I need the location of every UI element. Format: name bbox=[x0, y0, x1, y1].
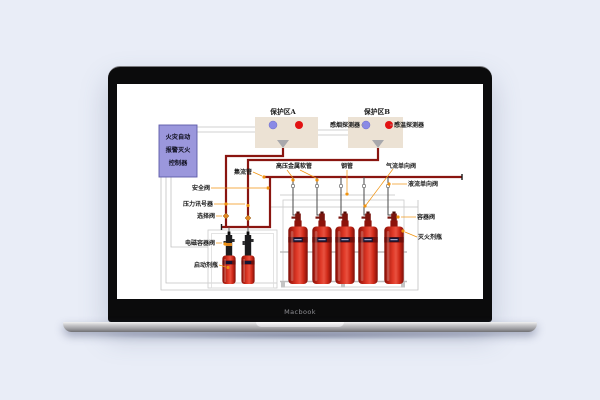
label-selector-valve: 选择阀 bbox=[197, 212, 215, 220]
controller-line-3: 控制器 bbox=[169, 159, 188, 167]
label-smoke-detector: 感烟探测器 bbox=[330, 121, 361, 129]
rack-feet bbox=[281, 282, 405, 288]
discharge-piping bbox=[222, 148, 462, 229]
laptop-base-notch bbox=[256, 322, 344, 327]
starter-bottle bbox=[222, 231, 236, 284]
label-hp-metal-hose: 高压金属软管 bbox=[276, 162, 312, 170]
label-safety-valve: 安全阀 bbox=[192, 184, 210, 192]
label-manifold: 集流管 bbox=[233, 168, 252, 176]
agent-bottle bbox=[335, 211, 355, 284]
macbook-brand-label: Macbook bbox=[284, 308, 316, 316]
agent-bottle bbox=[312, 211, 332, 284]
label-leaders bbox=[211, 168, 418, 268]
label-container-valve: 容器阀 bbox=[416, 213, 435, 221]
nozzle-b-icon bbox=[372, 140, 384, 148]
label-heat-detector: 感温探测器 bbox=[394, 121, 425, 129]
screen-content: 火灾自动 报警灭火 控制器 保护区A 保护区B bbox=[117, 84, 483, 299]
starter-bottle bbox=[241, 231, 255, 284]
pipe-end-caps bbox=[220, 174, 463, 230]
protection-zone-b: 保护区B 感烟探测器 感温探测器 bbox=[330, 107, 425, 148]
heat-detector-b-icon bbox=[385, 121, 393, 129]
label-solenoid-container-valve: 电磁容器阀 bbox=[185, 239, 215, 247]
agent-bottle bbox=[384, 211, 404, 284]
label-liquid-check-valve: 液流单向阀 bbox=[408, 180, 438, 188]
controller-line-2: 报警灭火 bbox=[166, 146, 192, 154]
selector-valves bbox=[222, 212, 252, 222]
nozzle-a-icon bbox=[277, 140, 289, 148]
label-steel-pipe: 钢管 bbox=[341, 162, 353, 170]
label-pressure-signal: 压力讯号器 bbox=[183, 200, 214, 208]
control-wiring bbox=[160, 126, 419, 291]
laptop-screen-bezel: 火灾自动 报警灭火 控制器 保护区A 保护区B bbox=[108, 66, 492, 322]
agent-bottle bbox=[358, 211, 378, 284]
leader-dots bbox=[223, 175, 405, 270]
zone-b-title: 保护区B bbox=[363, 107, 390, 116]
liquid-check-valves bbox=[291, 184, 390, 189]
solenoid-valve-band bbox=[226, 243, 232, 246]
zone-a-title: 保护区A bbox=[269, 107, 296, 116]
agent-bottle bbox=[288, 211, 308, 284]
protection-zone-a: 保护区A bbox=[255, 107, 318, 148]
heat-detector-a-icon bbox=[295, 121, 303, 129]
laptop-shadow bbox=[90, 331, 510, 340]
cylinder-hoses bbox=[292, 177, 392, 216]
label-gas-check-valve: 气流单向阀 bbox=[385, 162, 416, 170]
starter-pipe-stubs bbox=[228, 227, 249, 232]
label-agent-bottle: 灭火剂瓶 bbox=[417, 233, 442, 241]
label-starter-bottle: 启动剂瓶 bbox=[194, 261, 218, 269]
laptop-base bbox=[63, 322, 537, 332]
controller-line-1: 火灾自动 bbox=[166, 133, 191, 141]
fire-alarm-controller: 火灾自动 报警灭火 控制器 bbox=[158, 124, 198, 178]
fire-suppression-diagram: 火灾自动 报警灭火 控制器 保护区A 保护区B bbox=[158, 107, 463, 291]
smoke-detector-a-icon bbox=[268, 120, 278, 130]
